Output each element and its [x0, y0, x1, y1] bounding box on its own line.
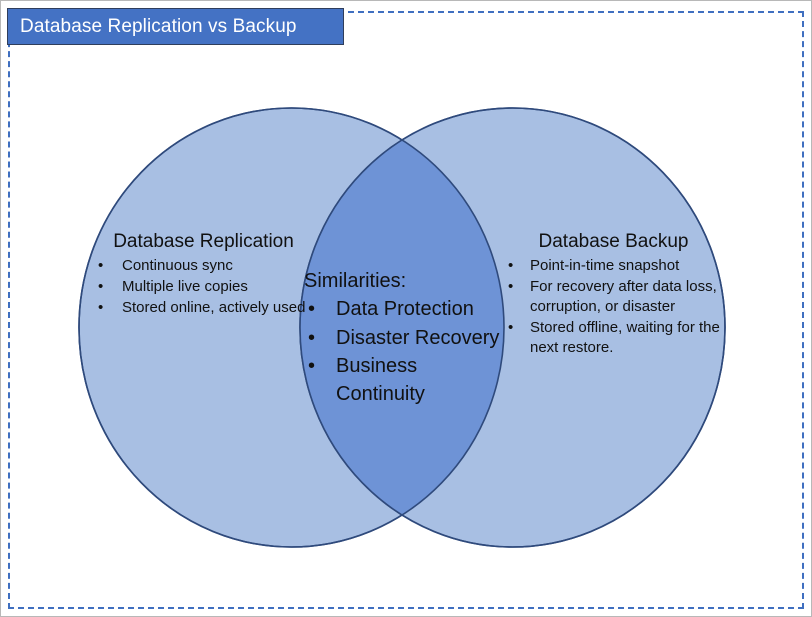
list-item-label: Multiple live copies	[122, 278, 248, 296]
bullet-icon: •	[98, 257, 104, 275]
list-item: • For recovery after data loss, corrupti…	[506, 277, 721, 317]
slide-title-banner: Database Replication vs Backup	[7, 8, 344, 45]
page-title: Database Replication vs Backup	[20, 16, 297, 37]
list-item-label: Business Continuity	[336, 355, 425, 405]
right-lobe-bullet-list: • Point-in-time snapshot • For recovery …	[506, 256, 721, 358]
list-item: • Stored offline, waiting for the next r…	[506, 318, 721, 358]
list-item: • Multiple live copies	[96, 277, 311, 297]
venn-right-text-block: Database Backup • Point-in-time snapshot…	[506, 231, 721, 359]
list-item: • Continuous sync	[96, 256, 311, 276]
list-item-label: Stored offline, waiting for the next res…	[530, 319, 720, 357]
bullet-icon: •	[308, 326, 316, 349]
venn-intersection-region	[300, 108, 504, 547]
bullet-icon: •	[508, 319, 514, 337]
venn-left-ellipse-outline	[78, 107, 505, 548]
left-lobe-bullet-list: • Continuous sync • Multiple live copies…	[96, 256, 311, 318]
center-bullet-list: • Data Protection • Disaster Recovery • …	[304, 296, 509, 408]
bullet-icon: •	[508, 278, 514, 296]
bullet-icon: •	[508, 257, 514, 275]
venn-center-text-block: Similarities: • Data Protection • Disast…	[304, 270, 509, 409]
bullet-icon: •	[308, 298, 316, 320]
list-item: • Data Protection	[304, 296, 509, 324]
list-item-label: For recovery after data loss, corruption…	[530, 278, 717, 316]
list-item-label: Point-in-time snapshot	[530, 257, 680, 275]
bullet-icon: •	[308, 355, 316, 378]
right-lobe-heading: Database Backup	[538, 231, 689, 252]
list-item: • Business Continuity	[304, 353, 509, 408]
left-lobe-heading: Database Replication	[113, 231, 294, 252]
list-item: • Disaster Recovery	[304, 325, 509, 353]
venn-left-text-block: Database Replication • Continuous sync •…	[96, 231, 311, 319]
bullet-icon: •	[98, 278, 104, 296]
list-item-label: Disaster Recovery	[336, 326, 500, 349]
list-item: • Point-in-time snapshot	[506, 256, 721, 276]
list-item-label: Stored online, actively used	[122, 299, 306, 317]
list-item-label: Data Protection	[336, 298, 474, 320]
venn-right-ellipse-outline	[299, 107, 726, 548]
list-item: • Stored online, actively used	[96, 298, 311, 318]
center-heading: Similarities:	[304, 270, 407, 292]
bullet-icon: •	[98, 299, 104, 317]
list-item-label: Continuous sync	[122, 257, 233, 275]
